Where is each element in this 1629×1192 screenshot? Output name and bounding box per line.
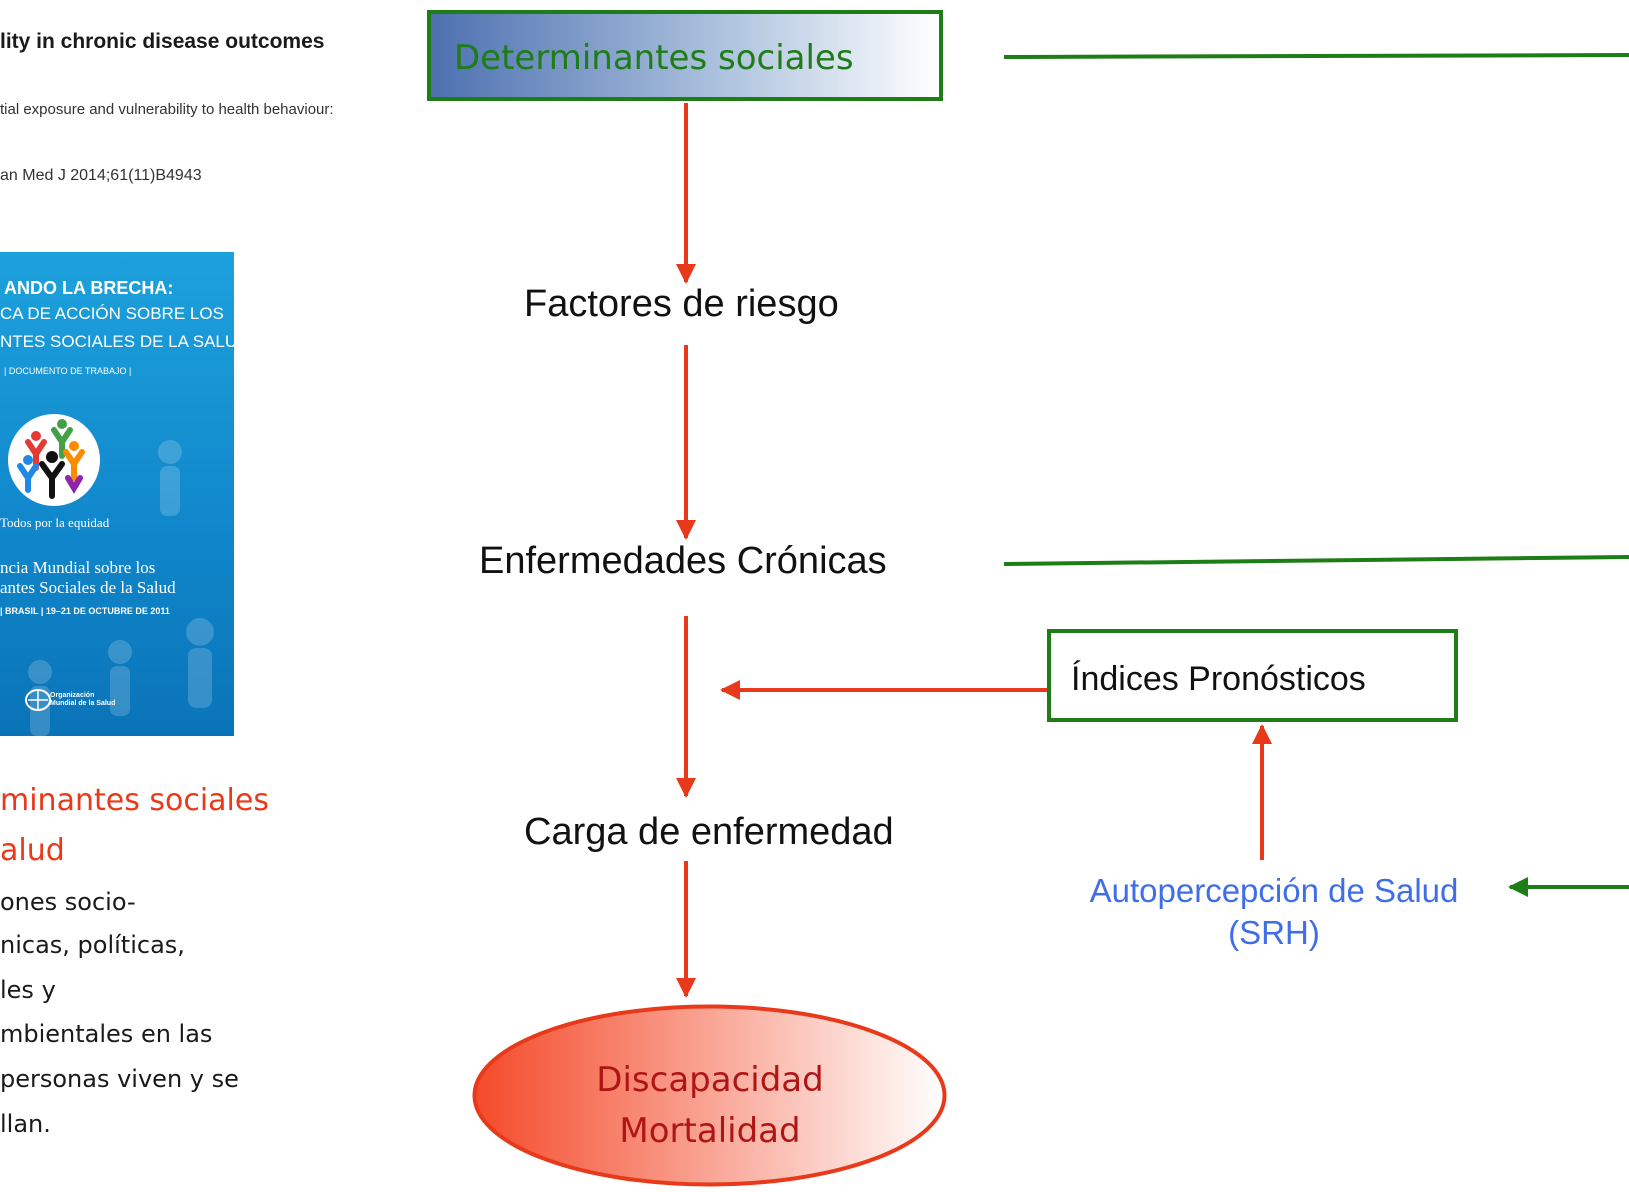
definition-heading-line2: alud bbox=[0, 833, 65, 868]
silhouette-pattern-icon bbox=[28, 440, 214, 736]
definition-heading-line1: minantes sociales bbox=[0, 783, 269, 818]
report-cover-image: ANDO LA BRECHA: CA DE ACCIÓN SOBRE LOS N… bbox=[0, 252, 234, 736]
indices-pronosticos-label: Índices Pronósticos bbox=[1071, 660, 1366, 698]
determinantes-sociales-label: Determinantes sociales bbox=[454, 38, 854, 78]
cover-title-line2: CA DE ACCIÓN SOBRE LOS bbox=[0, 304, 224, 323]
green-line-top bbox=[1003, 53, 1629, 59]
who-logo-line2: Mundial de la Salud bbox=[50, 700, 116, 707]
paper-citation: an Med J 2014;61(11)B4943 bbox=[0, 167, 202, 184]
definition-body-line1: ones socio- bbox=[0, 888, 136, 916]
who-logo-line1: Organización bbox=[50, 692, 95, 699]
globe-people-icon bbox=[8, 414, 100, 506]
cover-conference-line3: | BRASIL | 19–21 DE OCTUBRE DE 2011 bbox=[0, 606, 170, 616]
cover-motto: Todos por la equidad bbox=[0, 515, 110, 530]
outcome-text: Discapacidad Mortalidad bbox=[560, 1055, 860, 1157]
definition-body-line6: llan. bbox=[0, 1110, 51, 1138]
carga-de-enfermedad-node: Carga de enfermedad bbox=[524, 811, 894, 853]
definition-body-line2: nicas, políticas, bbox=[0, 931, 185, 959]
outcome-ellipse bbox=[472, 1004, 947, 1187]
who-logo-icon bbox=[25, 689, 51, 711]
srh-label-line1: Autopercepción de Salud bbox=[1089, 872, 1459, 909]
green-line-middle bbox=[1003, 555, 1629, 566]
cover-conference-line2: antes Sociales de la Salud bbox=[0, 578, 176, 597]
cover-title-line3: NTES SOCIALES DE LA SALUD bbox=[0, 332, 234, 351]
indices-pronosticos-box: Índices Pronósticos bbox=[1047, 629, 1458, 722]
cover-doc-type: | DOCUMENTO DE TRABAJO | bbox=[4, 366, 132, 376]
outcome-mortalidad: Mortalidad bbox=[619, 1111, 801, 1151]
srh-node: Autopercepción de Salud (SRH) bbox=[1042, 870, 1506, 954]
paper-subtitle: tial exposure and vulnerability to healt… bbox=[0, 101, 334, 118]
srh-label-line2: (SRH) bbox=[1228, 914, 1320, 951]
paper-title: lity in chronic disease outcomes bbox=[0, 30, 325, 53]
determinantes-sociales-box: Determinantes sociales bbox=[427, 10, 943, 101]
cover-title-line1: ANDO LA BRECHA: bbox=[4, 278, 174, 298]
outcome-discapacidad: Discapacidad bbox=[596, 1060, 824, 1100]
enfermedades-cronicas-node: Enfermedades Crónicas bbox=[479, 540, 887, 582]
cover-conference-line1: ncia Mundial sobre los bbox=[0, 558, 156, 577]
who-logo-text: Organización Mundial de la Salud bbox=[50, 692, 115, 708]
factores-de-riesgo-node: Factores de riesgo bbox=[524, 283, 839, 325]
definition-body-line5: personas viven y se bbox=[0, 1065, 239, 1093]
definition-body-line3: les y bbox=[0, 976, 56, 1004]
definition-body-line4: mbientales en las bbox=[0, 1020, 213, 1048]
